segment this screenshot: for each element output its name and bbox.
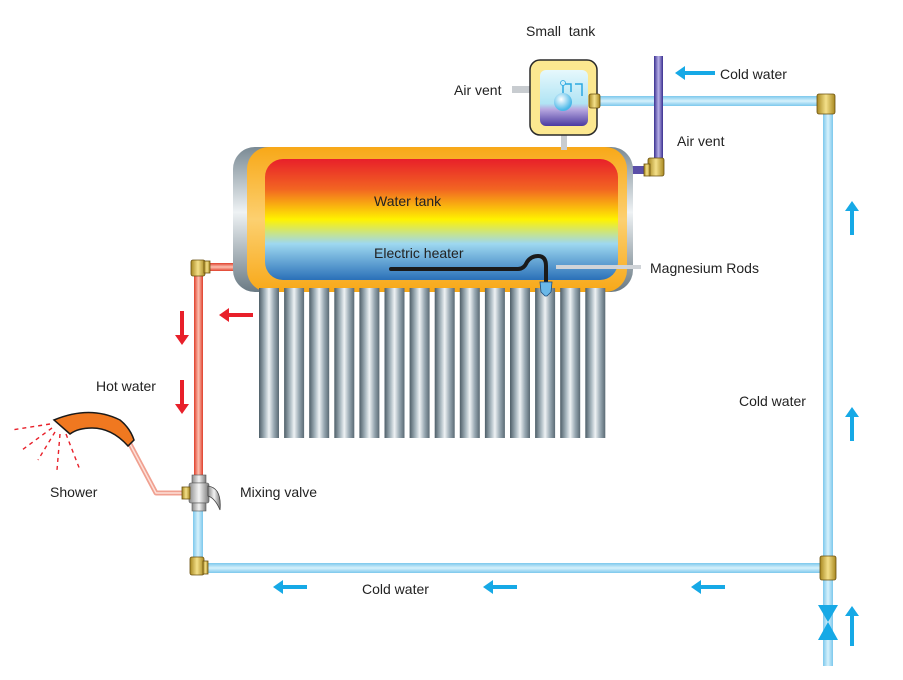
mixing-valve-bottom-nut: [191, 502, 207, 512]
mixing-valve-handle[interactable]: [207, 485, 221, 511]
float-valve-pivot: [560, 80, 566, 86]
small-tank: [512, 59, 601, 150]
magnesium-rods-label: Magnesium Rods: [650, 260, 759, 276]
hot-pipe-elbow-cap: [203, 260, 211, 274]
small-tank-drain-pipe: [561, 128, 567, 150]
arrow-left-icon: [483, 580, 517, 594]
air-vent-left-label: Air vent: [454, 82, 502, 98]
arrow-left-icon: [691, 580, 725, 594]
small-tank-inlet-fitting: [588, 93, 601, 109]
cold-pipe-left: [193, 505, 203, 569]
shower: [11, 411, 135, 471]
small-tank-vent-stub: [512, 86, 532, 93]
inlet-valve-icon[interactable]: [818, 605, 838, 640]
shower-label: Shower: [50, 484, 98, 500]
arrow-up-icon: [845, 201, 859, 235]
vent-fitting-cap: [643, 163, 651, 177]
arrow-down-icon: [175, 311, 189, 345]
electric-heater-label: Electric heater: [374, 245, 464, 261]
mixing-valve-body: [188, 482, 210, 504]
arrow-down-icon: [175, 380, 189, 414]
cold-water-top-label: Cold water: [720, 66, 787, 82]
fitting-bottom-left: [189, 556, 205, 576]
vacuum-tubes: [259, 288, 606, 438]
vent-pipe-horizontal: [626, 166, 654, 174]
vacuum-tube: [259, 288, 279, 438]
vacuum-tube: [585, 288, 606, 438]
hot-pipe-horizontal: [200, 263, 236, 271]
cold-pipe-top: [598, 96, 826, 106]
labels: Small tank Air vent Cold water Air vent …: [50, 23, 806, 597]
cold-water-bottom-label: Cold water: [362, 581, 429, 597]
hot-water-label: Hot water: [96, 378, 156, 394]
shower-spray: [11, 423, 81, 471]
pipe-fittings: [189, 93, 837, 581]
vacuum-tube: [359, 288, 380, 438]
fitting-bottom-left-cap: [202, 560, 209, 575]
hot-water-pipe: [127, 259, 236, 496]
small-tank-label: Small tank: [526, 23, 596, 39]
hot-pipe-vertical: [194, 272, 203, 482]
shower-hose: [127, 442, 186, 496]
float-valve-arm: [562, 83, 583, 96]
vacuum-tube: [560, 288, 581, 438]
fitting-bottom-right-tee: [819, 555, 837, 581]
arrow-left-icon: [273, 580, 307, 594]
arrow-left-icon: [219, 308, 253, 322]
water-tank-label: Water tank: [374, 193, 442, 209]
vacuum-tube: [284, 288, 305, 438]
vacuum-tube: [334, 288, 355, 438]
vacuum-tube: [409, 288, 430, 438]
shower-head: [52, 411, 135, 448]
mixing-valve-label: Mixing valve: [240, 484, 317, 500]
inlet-valve[interactable]: [818, 605, 838, 640]
magnesium-rod: [556, 265, 641, 269]
cold-pipe-right: [823, 106, 833, 666]
arrow-up-icon: [845, 606, 859, 646]
heater-connector: [539, 281, 553, 297]
mixing-valve-side-fitting: [181, 486, 191, 500]
hot-pipe-elbow: [190, 259, 206, 277]
air-vent-pipe: [626, 56, 665, 177]
vacuum-tube: [434, 288, 455, 438]
vacuum-tube: [384, 288, 405, 438]
fitting-top-right: [816, 93, 836, 115]
vacuum-tube: [484, 288, 505, 438]
tank-water: [265, 159, 618, 280]
water-tank: Water tank Electric heater: [233, 147, 641, 292]
mixing-valve[interactable]: [181, 474, 221, 512]
flow-arrows: [175, 66, 859, 646]
vent-pipe-vertical: [654, 56, 663, 164]
arrow-left-icon: [675, 66, 715, 80]
vacuum-tube: [459, 288, 480, 438]
vacuum-tube: [510, 288, 530, 438]
arrow-up-icon: [845, 407, 859, 441]
vacuum-tube: [535, 288, 556, 438]
vent-fitting: [647, 157, 665, 177]
electric-heater-element: [389, 253, 548, 284]
cold-water-pipe-loop: [193, 96, 833, 666]
float-ball: [554, 93, 572, 111]
cold-pipe-bottom: [200, 563, 828, 573]
air-vent-right-label: Air vent: [677, 133, 725, 149]
mixing-valve-top-nut: [191, 474, 207, 484]
vacuum-tube: [309, 288, 330, 438]
cold-water-right-label: Cold water: [739, 393, 806, 409]
